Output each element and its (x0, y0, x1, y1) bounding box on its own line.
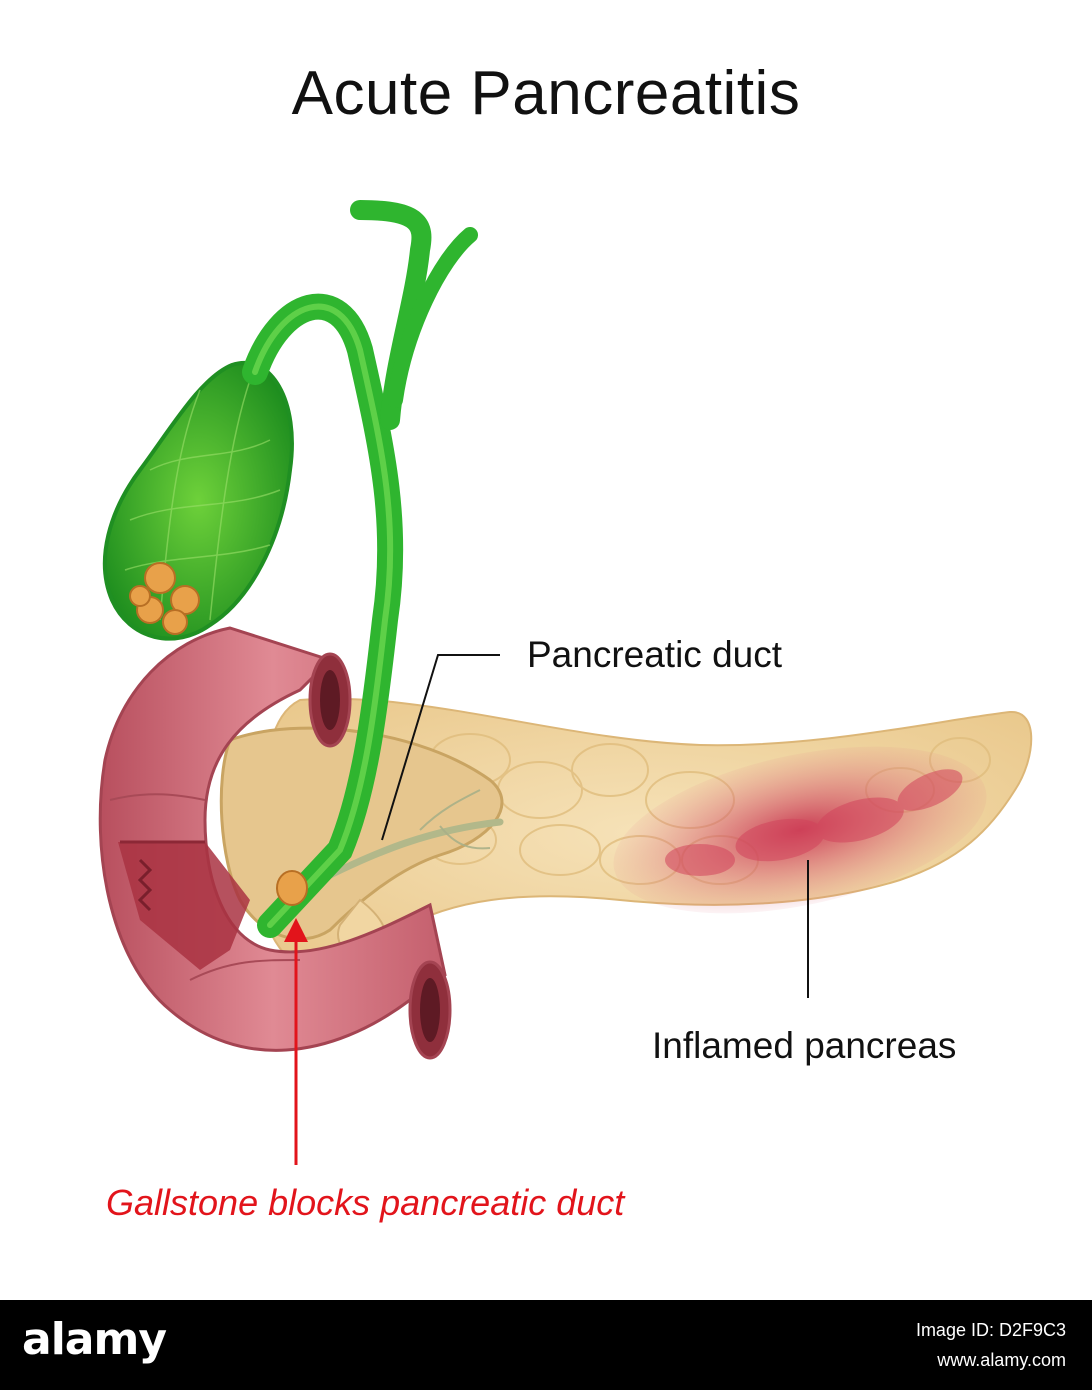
pancreas (219, 697, 1033, 969)
gallbladder (102, 361, 294, 641)
pancreatic-duct-leader (381, 654, 500, 841)
pancreatic-duct (316, 818, 504, 884)
blocking-gallstone (276, 870, 308, 906)
gallstone-arrow (284, 918, 308, 1165)
image-id: Image ID: D2F9C3 (915, 1320, 1066, 1340)
duodenum (98, 626, 452, 1060)
anatomy-illustration (98, 200, 1033, 1165)
footer-bar: alamy Image ID: D2F9C3 www.alamy.com (0, 1300, 1092, 1390)
site-url: www.alamy.com (937, 1350, 1066, 1370)
alamy-logo: alamy (22, 1314, 167, 1365)
diagram-title: Acute Pancreatitis (291, 59, 801, 128)
label-inflamed-pancreas: Inflamed pancreas (652, 1025, 957, 1066)
label-gallstone-blocks-duct: Gallstone blocks pancreatic duct (106, 1182, 625, 1223)
label-pancreatic-duct: Pancreatic duct (527, 634, 783, 675)
gallstones (129, 562, 200, 635)
bile-ducts (242, 200, 478, 938)
